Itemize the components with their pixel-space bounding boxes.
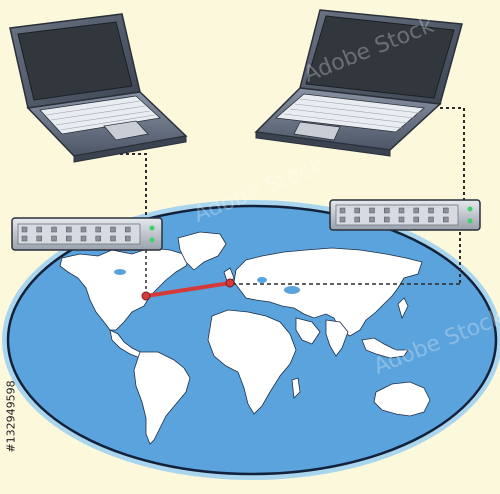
switch-port bbox=[51, 226, 57, 233]
switch-left-led-1 bbox=[149, 225, 155, 231]
japan bbox=[397, 297, 409, 320]
laptop-right-screen bbox=[305, 15, 455, 99]
switch-port bbox=[95, 235, 101, 242]
laptop-left-keyboard bbox=[39, 95, 161, 135]
laptop-left-touchpad bbox=[103, 120, 149, 141]
south-america bbox=[133, 351, 191, 445]
switch-port bbox=[354, 207, 360, 214]
africa bbox=[207, 309, 297, 415]
switch-port bbox=[21, 226, 28, 233]
switch-port bbox=[21, 235, 28, 242]
switch-left-ports bbox=[21, 226, 131, 242]
arabia bbox=[295, 317, 321, 345]
switch-port bbox=[125, 226, 131, 233]
network-switch-right bbox=[329, 199, 481, 231]
switch-port bbox=[369, 216, 375, 223]
switch-port bbox=[384, 207, 390, 214]
network-switch-left bbox=[11, 217, 163, 251]
switch-port bbox=[51, 235, 57, 242]
switch-port bbox=[36, 235, 42, 242]
switch-port bbox=[428, 207, 434, 214]
laptop-right-touchpad bbox=[293, 121, 341, 141]
laptop-left-screen bbox=[17, 21, 133, 101]
laptop-right bbox=[254, 9, 463, 157]
switch-port bbox=[428, 216, 434, 223]
switch-port bbox=[443, 207, 449, 214]
switch-port bbox=[80, 235, 87, 242]
southeast-asia-islands bbox=[361, 337, 409, 359]
greenland bbox=[177, 231, 227, 271]
switch-right-led-1 bbox=[467, 206, 473, 212]
switch-right-led-2 bbox=[467, 218, 473, 224]
madagascar bbox=[291, 377, 301, 399]
switch-port bbox=[339, 216, 346, 223]
australia bbox=[373, 381, 431, 417]
switch-port bbox=[36, 226, 42, 233]
switch-port bbox=[354, 216, 360, 223]
switch-left-led-2 bbox=[149, 237, 155, 243]
switch-port bbox=[125, 235, 131, 242]
transatlantic-link-line bbox=[144, 281, 232, 298]
link-endpoint-europe bbox=[225, 278, 235, 288]
europe-asia bbox=[233, 247, 423, 337]
switch-port bbox=[443, 216, 449, 223]
switch-port bbox=[110, 226, 116, 233]
switch-port bbox=[398, 216, 405, 223]
switch-port bbox=[413, 216, 419, 223]
switch-port bbox=[384, 216, 390, 223]
switch-port bbox=[66, 235, 72, 242]
lakes bbox=[114, 269, 300, 294]
stock-id-label: #132949598 bbox=[4, 380, 18, 453]
laptop-left-to-switch-dashed-line bbox=[120, 153, 147, 218]
switch-port bbox=[339, 207, 346, 214]
switch-port bbox=[398, 207, 405, 214]
laptop-right-keyboard bbox=[275, 93, 425, 133]
switch-right-ports bbox=[339, 207, 449, 223]
world-map-landmass bbox=[59, 231, 431, 445]
laptop-right-to-switch-dashed-line bbox=[440, 107, 465, 200]
switch-port bbox=[413, 207, 419, 214]
north-america bbox=[59, 247, 191, 331]
switch-port bbox=[66, 226, 72, 233]
switch-port bbox=[110, 235, 116, 242]
laptop-left bbox=[9, 13, 188, 163]
link-endpoint-north-america bbox=[141, 291, 151, 301]
india bbox=[325, 319, 349, 357]
switch-port bbox=[80, 226, 87, 233]
switch-port bbox=[369, 207, 375, 214]
switch-port bbox=[95, 226, 101, 233]
